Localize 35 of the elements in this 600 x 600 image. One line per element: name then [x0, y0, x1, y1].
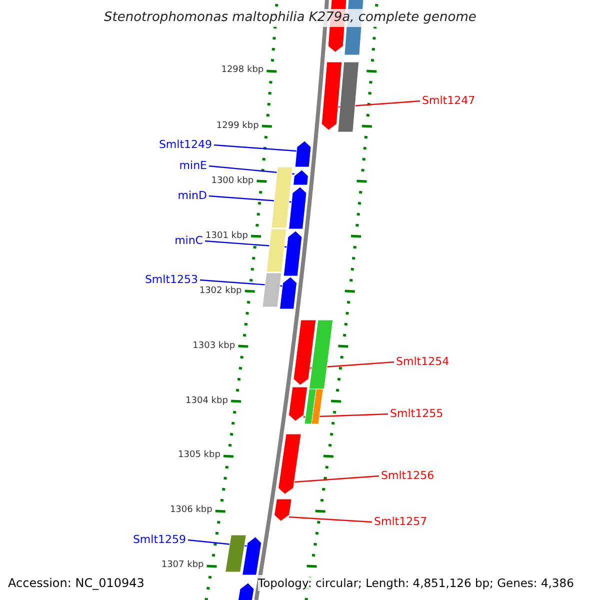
- leader-line: [288, 516, 372, 523]
- gene-label: minE: [179, 159, 207, 173]
- accession-text: Accession: NC_010943: [8, 575, 144, 591]
- gene-label: Smlt1257: [374, 515, 428, 529]
- gene-feature: [242, 536, 262, 576]
- position-label: 1304 kbp: [186, 396, 228, 407]
- position-label: 1303 kbp: [192, 341, 236, 352]
- gene-feature: [288, 386, 308, 422]
- position-label: 1298 kbp: [221, 65, 264, 76]
- gene-feature: [279, 276, 298, 310]
- gene-label: Smlt1247: [422, 94, 476, 108]
- gene-feature: [274, 498, 292, 522]
- gene-feature: [278, 434, 302, 494]
- gene-feature: [283, 230, 302, 276]
- gene-label: Smlt1254: [396, 355, 450, 369]
- leader-line: [294, 475, 380, 483]
- gene-feature: [294, 140, 312, 168]
- genome-info-text: Topology: circular; Length: 4,851,126 bp; Genes: 4,386: [258, 575, 574, 591]
- leader-line: [214, 144, 297, 152]
- position-label: 1300 kbp: [211, 176, 254, 187]
- gene-label: Smlt1255: [390, 407, 444, 421]
- gene-feature: [236, 582, 254, 600]
- gene-label: Smlt1256: [381, 469, 434, 483]
- position-label: 1299 kbp: [216, 121, 259, 132]
- position-label: 1302 kbp: [199, 286, 242, 297]
- gene-label: minD: [178, 189, 207, 203]
- gene-label: Smlt1249: [158, 138, 212, 152]
- position-label: 1306 kbp: [170, 505, 212, 516]
- gene-label: Smlt1259: [132, 533, 186, 547]
- position-label: 1305 kbp: [178, 450, 220, 461]
- position-label: 1301 kbp: [206, 231, 248, 242]
- position-label: 1307 kbp: [161, 560, 204, 571]
- gene-label: Smlt1253: [144, 273, 198, 287]
- gene-label: minC: [174, 234, 203, 248]
- gene-feature: [321, 62, 342, 130]
